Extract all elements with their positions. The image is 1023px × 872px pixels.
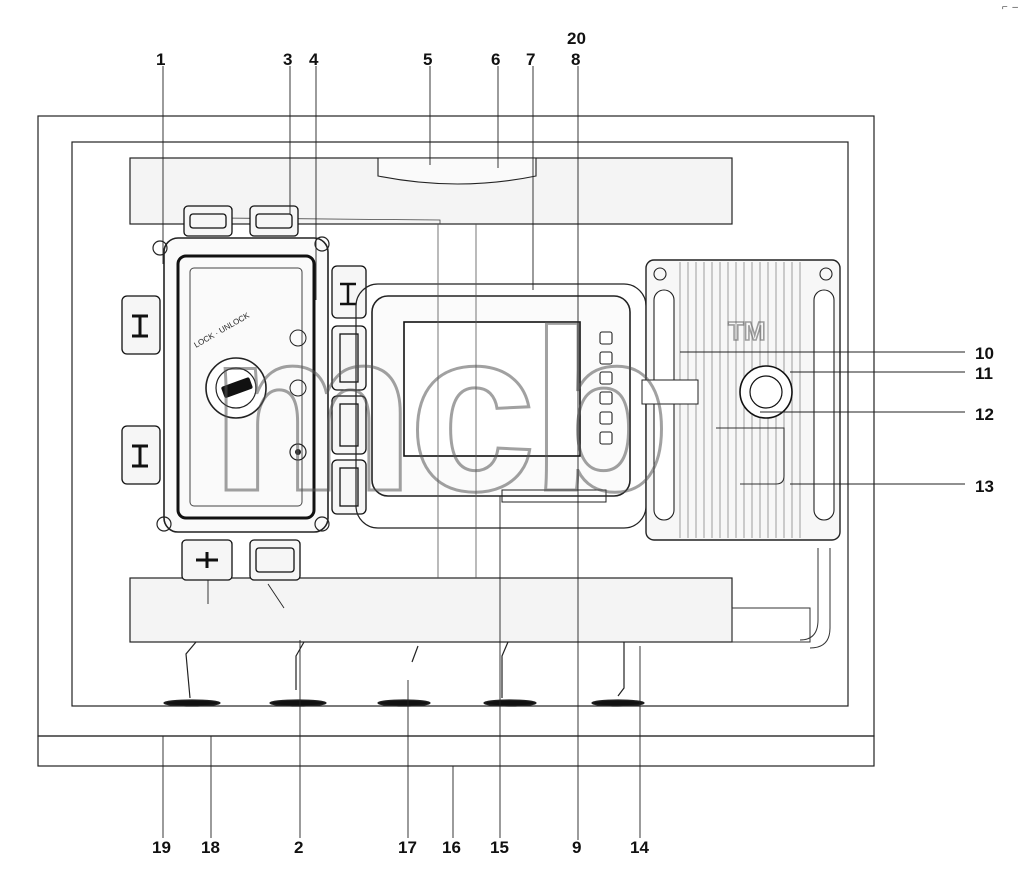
connectors <box>121 205 367 581</box>
round-sensor <box>739 365 793 419</box>
callout-1: 1 <box>156 50 166 69</box>
callout-12: 12 <box>975 405 994 424</box>
callout-18: 18 <box>201 838 220 857</box>
foot-4 <box>483 641 537 707</box>
frame <box>37 115 875 767</box>
foot-3 <box>377 645 431 707</box>
callout-7: 7 <box>526 50 536 69</box>
display-unit <box>355 224 647 578</box>
callout-11: 11 <box>975 364 993 383</box>
heatsink-unit <box>641 259 841 541</box>
callout-15: 15 <box>490 838 509 857</box>
connector-bottom-left <box>181 539 233 581</box>
connector-right-1 <box>331 265 367 319</box>
display-screen <box>403 321 581 457</box>
callout-4: 4 <box>309 50 319 69</box>
callout-10: 10 <box>975 344 994 363</box>
mount-hole-tl <box>152 240 168 256</box>
callout-3: 3 <box>283 50 293 69</box>
corner-mark: ⌐ – <box>1001 2 1019 13</box>
connector-top-right <box>249 205 299 237</box>
connector-top-left <box>183 205 233 237</box>
callout-16: 16 <box>442 838 461 857</box>
foot-1 <box>163 641 221 707</box>
heatsink-fins <box>679 262 801 538</box>
watermark: mcb TM <box>209 281 767 541</box>
foot-2 <box>269 641 327 707</box>
callout-2: 2 <box>294 838 304 857</box>
callout-8: 8 <box>571 50 581 69</box>
inner-panel <box>71 141 849 707</box>
connector-right-3 <box>331 395 367 455</box>
svg-text:mcb: mcb <box>210 282 665 539</box>
connector-bottom-right <box>249 539 301 581</box>
display-buttons <box>599 331 613 445</box>
bottom-rail <box>37 735 875 767</box>
foot-5 <box>591 642 645 707</box>
mount-hole-bl <box>156 516 172 532</box>
callout-14: 14 <box>630 838 649 857</box>
callout-5: 5 <box>423 50 433 69</box>
callout-17: 17 <box>398 838 417 857</box>
callout-19: 19 <box>152 838 171 857</box>
leader-lines <box>162 66 965 840</box>
callout-13: 13 <box>975 477 994 496</box>
callout-20: 20 <box>567 29 586 48</box>
mount-hole-br <box>314 516 330 532</box>
connector-left-upper <box>121 295 161 355</box>
callout-6: 6 <box>491 50 501 69</box>
top-bracket <box>377 157 537 185</box>
mount-hole-tr <box>314 236 330 252</box>
svg-text:TM: TM <box>728 316 766 346</box>
connector-left-lower <box>121 425 161 485</box>
callout-9: 9 <box>572 838 582 857</box>
connector-right-2 <box>331 325 367 391</box>
mounting-feet <box>163 641 645 707</box>
control-module: LOCK · UNLOCK <box>152 236 330 533</box>
bottom-bar <box>129 548 831 649</box>
connector-right-4 <box>331 459 367 515</box>
lock-switch <box>205 357 267 419</box>
